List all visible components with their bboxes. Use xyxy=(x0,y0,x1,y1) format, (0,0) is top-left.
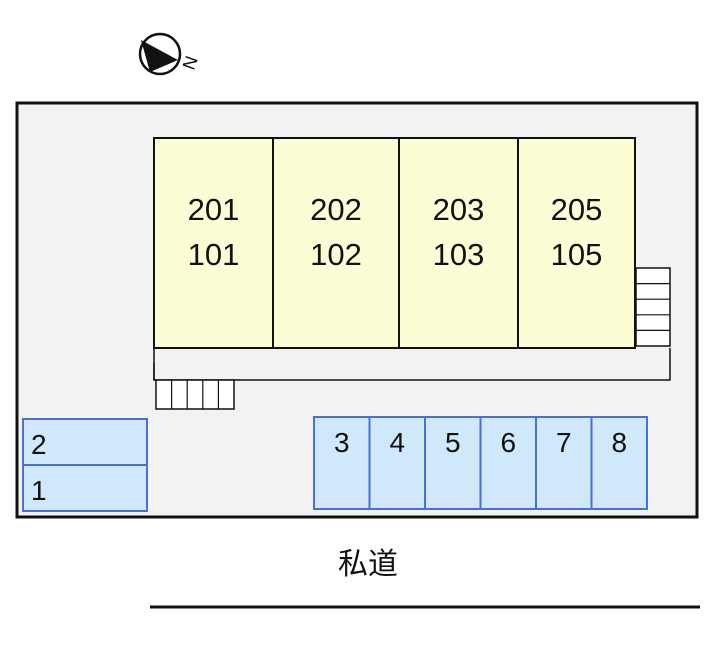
parking-area-right: 3 4 5 6 7 8 xyxy=(313,416,648,510)
unit-lower-label: 103 xyxy=(433,237,485,272)
parking-space-label: 8 xyxy=(611,427,627,458)
compass-north-label: N xyxy=(179,53,202,72)
parking-space-8: 8 xyxy=(590,416,648,510)
unit-cell xyxy=(398,137,519,349)
parking-space-2: 2 xyxy=(22,418,148,466)
parking-space-label: 6 xyxy=(500,427,516,458)
parking-space-label: 2 xyxy=(31,429,47,460)
parking-space-4: 4 xyxy=(368,416,426,510)
unit-upper-label: 205 xyxy=(551,192,603,227)
walkway xyxy=(153,348,671,381)
unit-lower-label: 105 xyxy=(551,237,603,272)
parking-space-6: 6 xyxy=(479,416,537,510)
parking-space-7: 7 xyxy=(535,416,593,510)
parking-space-5: 5 xyxy=(424,416,482,510)
parking-space-label: 1 xyxy=(31,475,47,506)
unit-upper-label: 203 xyxy=(433,192,485,227)
staircase-right xyxy=(635,267,671,347)
compass: N xyxy=(138,32,202,76)
unit-lower-label: 101 xyxy=(188,237,240,272)
road-label: 私道 xyxy=(338,547,398,582)
north-arrow-icon xyxy=(138,32,182,76)
unit-cell xyxy=(153,137,274,349)
parking-space-3: 3 xyxy=(313,416,371,510)
unit-upper-label: 201 xyxy=(188,192,240,227)
parking-space-label: 3 xyxy=(334,427,350,458)
parking-space-label: 4 xyxy=(389,427,405,458)
unit-cell xyxy=(272,137,400,349)
parking-space-label: 7 xyxy=(556,427,572,458)
parking-space-label: 5 xyxy=(445,427,461,458)
parking-area-left: 21 xyxy=(22,418,148,512)
unit-upper-label: 202 xyxy=(310,192,362,227)
private-road: 私道 xyxy=(150,547,700,609)
parking-space-1: 1 xyxy=(22,464,148,512)
unit-lower-label: 102 xyxy=(310,237,362,272)
unit-cell xyxy=(517,137,636,349)
staircase-bottom xyxy=(155,379,235,410)
